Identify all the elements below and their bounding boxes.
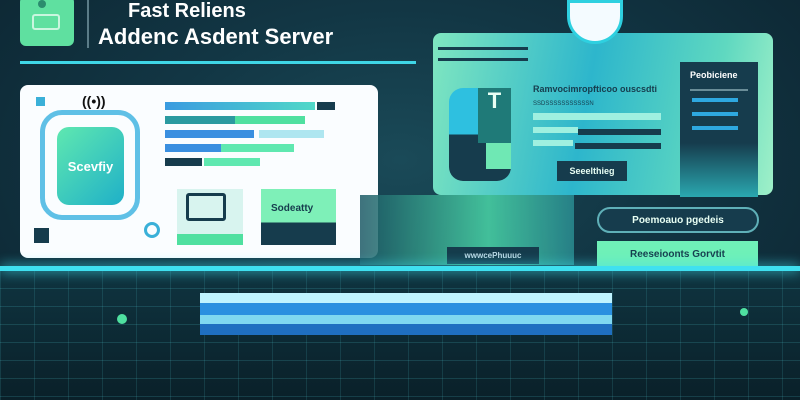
panel-heading: Ramvocimropfticoo ouscsdti: [533, 84, 658, 94]
mesh-panel: wwwcePhuuuc: [360, 195, 574, 265]
monitor-icon: [186, 193, 226, 221]
panel-action-button[interactable]: Seeelthieg: [557, 161, 627, 181]
bar: [165, 130, 254, 138]
bar: [221, 144, 294, 152]
glow-line: [0, 266, 800, 271]
document-icon: T: [449, 88, 511, 181]
search-icon[interactable]: [144, 222, 160, 238]
sidebar-title: Peobiciene: [690, 70, 738, 80]
node-dot: [117, 314, 127, 324]
bar: [235, 116, 305, 124]
app-tile-label: Scevfiy: [67, 158, 114, 174]
security-card-label: Sodeatty: [271, 203, 314, 214]
divider: [87, 0, 89, 48]
primary-button[interactable]: Reeseioonts Gorvtit: [597, 241, 758, 267]
server-logo-icon: [20, 0, 74, 46]
step: [200, 303, 612, 315]
step: [200, 293, 612, 303]
outline-button[interactable]: Poemoauo pgedeis: [597, 207, 759, 233]
app-tile[interactable]: Scevfiy: [57, 127, 124, 205]
bar: [204, 158, 260, 166]
grid-floor: [0, 270, 800, 400]
header-underline: [20, 61, 416, 64]
security-panel: ((•)) Scevfiy Sodeatty: [20, 85, 378, 258]
bar: [259, 130, 324, 138]
step: [200, 315, 612, 324]
bar: [317, 102, 335, 110]
app-frame: [40, 110, 140, 220]
decor-square: [34, 228, 49, 243]
bar: [165, 102, 315, 110]
page-title-line1: Fast Reliens: [128, 0, 246, 22]
security-card[interactable]: Sodeatty: [261, 189, 336, 245]
mesh-panel-button[interactable]: wwwcePhuuuc: [447, 247, 539, 264]
step: [200, 324, 612, 335]
sidebar-panel: Peobiciene: [680, 62, 758, 197]
bar: [165, 158, 202, 166]
panel-subheading: SSDSSSSSSSSSSSN: [533, 101, 594, 107]
page-title-line2: Addenc Asdent Server: [98, 24, 334, 49]
wifi-icon: ((•)): [82, 93, 106, 109]
bar: [165, 116, 235, 124]
bar: [165, 144, 221, 152]
decor-square: [36, 97, 45, 106]
dashboard-panel: T Ramvocimropfticoo ouscsdti SSDSSSSSSSS…: [433, 33, 773, 197]
monitor-card[interactable]: [177, 189, 243, 245]
search-cursor-icon: [567, 0, 623, 44]
node-dot: [740, 308, 748, 316]
